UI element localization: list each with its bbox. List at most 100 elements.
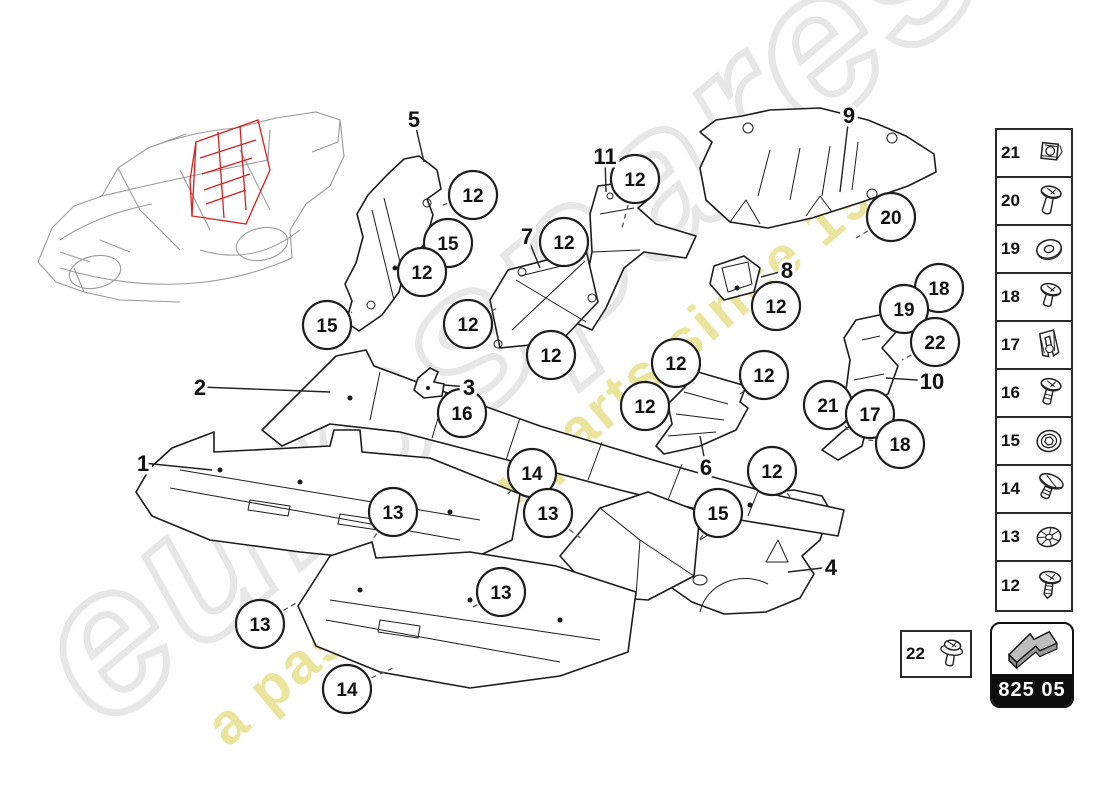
screw-washer-icon <box>932 635 970 673</box>
arrow-icon <box>992 624 1072 674</box>
svg-text:17: 17 <box>859 405 880 426</box>
screw-long-icon <box>1027 182 1071 220</box>
callout-20: 20 <box>865 191 917 243</box>
screw-pan-icon <box>1027 374 1071 412</box>
part-6-heat-shield <box>655 371 749 455</box>
legend-number: 19 <box>1001 239 1020 258</box>
callout-12: 12 <box>650 337 702 389</box>
legend-row-14: 14 <box>997 466 1071 514</box>
legend-row-12: 12 <box>997 562 1071 610</box>
callout-12: 12 <box>447 169 499 221</box>
svg-text:12: 12 <box>753 366 774 387</box>
svg-text:8: 8 <box>781 258 793 283</box>
screw-tap-icon <box>1027 567 1071 605</box>
part-9-heat-shield <box>699 107 937 229</box>
part-1-floor-shield <box>135 429 521 561</box>
svg-text:15: 15 <box>707 504 729 525</box>
part-label-4: 4 <box>821 552 841 584</box>
svg-text:10: 10 <box>920 369 944 394</box>
svg-text:3: 3 <box>463 375 475 400</box>
part-label-5: 5 <box>404 104 423 136</box>
callout-13: 13 <box>522 487 574 539</box>
callout-18: 18 <box>874 418 926 470</box>
part-label-9: 9 <box>839 100 858 132</box>
legend-row-21: 21 <box>997 130 1071 178</box>
callout-17: 17 <box>844 388 896 440</box>
svg-text:4: 4 <box>825 555 838 580</box>
callout-16: 16 <box>436 387 488 439</box>
legend-number: 18 <box>1001 287 1020 306</box>
grommet-icon <box>1027 422 1071 460</box>
part-label-10: 10 <box>916 366 947 398</box>
svg-text:9: 9 <box>843 103 855 128</box>
legend-number: 21 <box>1001 143 1020 162</box>
legend-row-18: 18 <box>997 274 1071 322</box>
svg-text:5: 5 <box>408 107 420 132</box>
svg-text:13: 13 <box>382 503 403 524</box>
svg-text:12: 12 <box>634 397 655 418</box>
callout-13: 13 <box>234 598 286 650</box>
part-label-6: 6 <box>696 452 715 484</box>
part-label-11: 11 <box>590 141 620 173</box>
part-label-7: 7 <box>517 221 536 253</box>
callout-21: 21 <box>802 379 854 431</box>
svg-text:12: 12 <box>553 233 574 254</box>
parts-group <box>135 107 937 689</box>
callout-12: 12 <box>538 216 590 268</box>
callout-12: 12 <box>738 349 790 401</box>
callout-12: 12 <box>525 329 577 381</box>
svg-text:2: 2 <box>194 375 206 400</box>
svg-text:7: 7 <box>521 224 533 249</box>
legend-number: 13 <box>1001 527 1020 546</box>
svg-text:12: 12 <box>457 315 478 336</box>
svg-text:18: 18 <box>928 279 949 300</box>
callout-13: 13 <box>475 566 527 618</box>
svg-text:12: 12 <box>411 263 432 284</box>
legend-number: 22 <box>906 644 925 663</box>
screw-torx-icon <box>1027 470 1071 508</box>
part-label-8: 8 <box>777 255 796 287</box>
callout-22: 22 <box>909 316 961 368</box>
svg-text:18: 18 <box>889 435 910 456</box>
svg-text:16: 16 <box>451 404 472 425</box>
clip-nut-icon <box>1027 134 1071 172</box>
svg-text:22: 22 <box>924 333 945 354</box>
legend-number: 14 <box>1001 479 1020 498</box>
callout-14: 14 <box>321 663 373 715</box>
svg-text:12: 12 <box>765 297 786 318</box>
car-chassis-wireframe <box>37 111 345 303</box>
legend-row-15: 15 <box>997 418 1071 466</box>
floor-shield-rear <box>297 491 701 689</box>
callout-15: 15 <box>301 299 353 351</box>
part-label-1: 1 <box>133 448 152 480</box>
callout-12: 12 <box>609 153 661 205</box>
callout-12: 12 <box>750 280 802 332</box>
svg-text:12: 12 <box>540 346 561 367</box>
svg-text:12: 12 <box>624 170 645 191</box>
svg-text:19: 19 <box>893 300 914 321</box>
callout-15: 15 <box>692 487 744 539</box>
svg-text:13: 13 <box>537 504 558 525</box>
svg-text:20: 20 <box>880 208 901 229</box>
svg-text:14: 14 <box>521 464 543 485</box>
part-label-2: 2 <box>190 372 209 404</box>
svg-text:13: 13 <box>490 583 511 604</box>
legend-row-19: 19 <box>997 226 1071 274</box>
washer-icon <box>1027 230 1071 268</box>
legend-number: 17 <box>1001 335 1020 354</box>
svg-text:12: 12 <box>665 354 686 375</box>
svg-text:6: 6 <box>700 455 712 480</box>
callout-13: 13 <box>367 486 419 538</box>
legend-number: 12 <box>1001 576 1020 595</box>
svg-text:12: 12 <box>462 186 483 207</box>
screw-short-icon <box>1027 278 1071 316</box>
legend-number: 16 <box>1001 383 1020 402</box>
svg-text:11: 11 <box>593 144 616 169</box>
legend-row-17: 17 <box>997 322 1071 370</box>
svg-text:15: 15 <box>437 234 459 255</box>
svg-text:13: 13 <box>249 615 270 636</box>
